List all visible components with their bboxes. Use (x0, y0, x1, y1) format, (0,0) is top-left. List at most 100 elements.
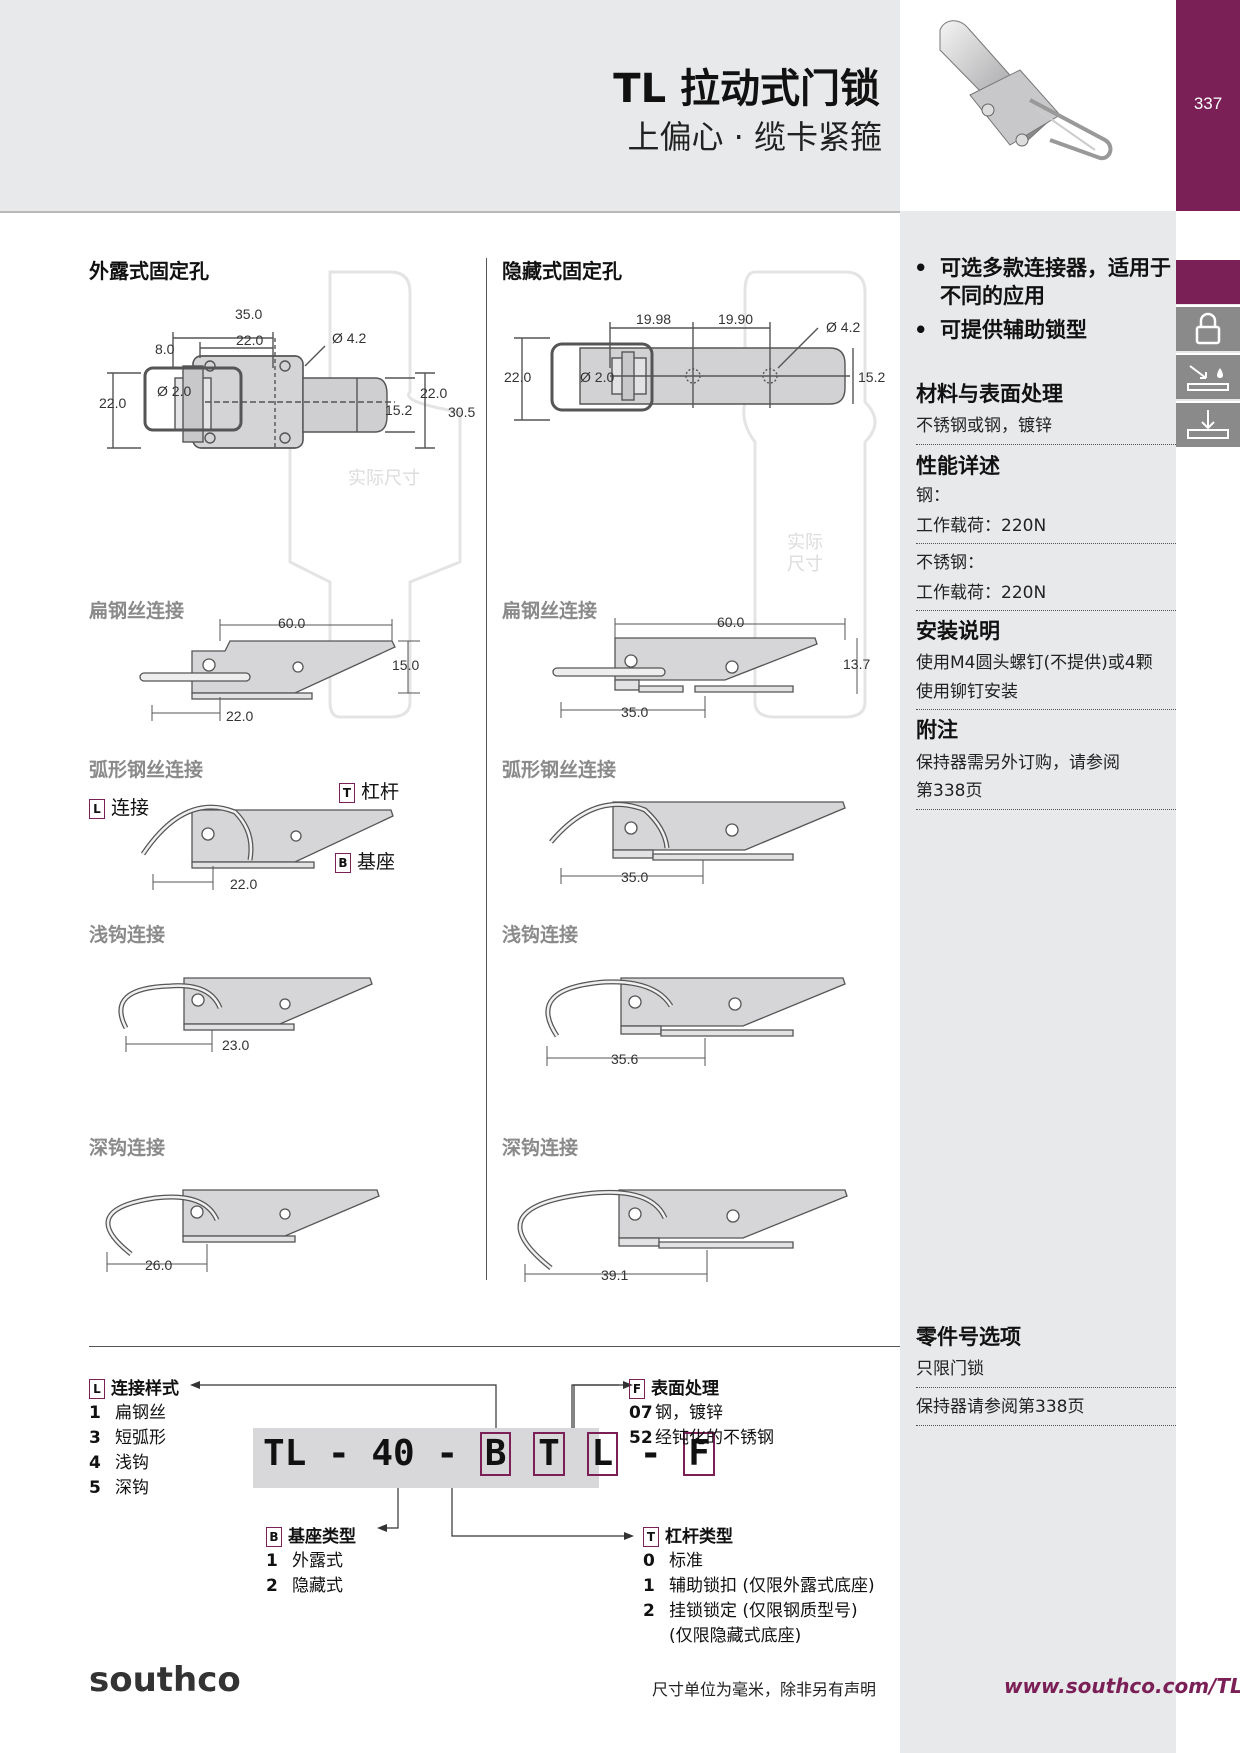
bullet-item: •可提供辅助锁型 (914, 318, 1087, 342)
install-text-2: 使用铆钉安装 (916, 682, 1018, 702)
note-text-2: 第338页 (916, 781, 983, 801)
svg-text:实际: 实际 (787, 532, 823, 552)
svg-text:15.0: 15.0 (392, 657, 419, 673)
note-title: 附注 (916, 718, 958, 742)
svg-text:35.0: 35.0 (621, 869, 648, 885)
lock-icon[interactable] (1176, 305, 1240, 351)
right-deep-hook-drawing: 39.1 (517, 1189, 848, 1283)
svg-text:尺寸: 尺寸 (787, 554, 823, 574)
part-number-rule (89, 1346, 900, 1347)
right-main-title: 隐藏式固定孔 (502, 259, 622, 283)
note-text-1: 保持器需另外订购，请参阅 (916, 753, 1120, 773)
svg-text:22.0: 22.0 (99, 395, 126, 411)
divider (916, 1387, 1176, 1388)
svg-text:Ø 2.0: Ø 2.0 (157, 383, 191, 399)
column-divider (486, 258, 487, 1280)
steel-label: 钢： (916, 486, 950, 506)
divider (916, 610, 1176, 611)
code-box-B[interactable]: B (479, 1432, 512, 1476)
stainless-load: 工作载荷：220N (916, 583, 1047, 603)
left-actual-size-outline: 实际尺寸 (288, 270, 462, 719)
svg-text:22.0: 22.0 (230, 876, 257, 892)
left-section-4-title: 深钩连接 (89, 1137, 166, 1159)
right-arc-wire-drawing: 35.0 (549, 801, 846, 885)
svg-text:22.0: 22.0 (420, 385, 447, 401)
left-main-title: 外露式固定孔 (89, 259, 209, 283)
page-subtitle: 上偏心 · 缆卡紧箍 (627, 118, 882, 156)
right-section-4-title: 深钩连接 (502, 1137, 579, 1159)
svg-text:30.5: 30.5 (448, 404, 475, 420)
tab-active-marker[interactable] (1176, 260, 1240, 304)
performance-title: 性能详述 (916, 454, 1000, 478)
svg-text:13.7: 13.7 (843, 656, 870, 672)
right-section-1-title: 扁钢丝连接 (502, 600, 598, 622)
svg-text:Ø 4.2: Ø 4.2 (332, 330, 366, 346)
page-title: TL 拉动式门锁 (613, 66, 880, 112)
svg-text:35.0: 35.0 (621, 704, 648, 720)
svg-text:19.90: 19.90 (718, 311, 753, 327)
page-number: 337 (1193, 94, 1223, 113)
svg-text:23.0: 23.0 (222, 1037, 249, 1053)
left-actual-size-label: 实际尺寸 (348, 468, 420, 488)
southco-logo: southco (89, 1660, 241, 1700)
svg-text:35.0: 35.0 (235, 306, 262, 322)
steel-load: 工作载荷：220N (916, 516, 1047, 536)
svg-text:22.0: 22.0 (504, 369, 531, 385)
svg-text:15.2: 15.2 (385, 402, 412, 418)
right-shallow-hook-drawing: 35.6 (545, 977, 846, 1067)
code-box-F[interactable]: F (683, 1432, 715, 1476)
bullet-item: •可选多款连接器，适用于不同的应用 (914, 256, 1171, 308)
svg-text:39.1: 39.1 (601, 1267, 628, 1283)
left-arc-wire-drawing: 22.0 (140, 804, 394, 892)
parts-text-2: 保持器请参阅第338页 (916, 1397, 1085, 1417)
divider (916, 809, 1176, 810)
finish-icon[interactable] (1176, 353, 1240, 399)
left-section-1-title: 扁钢丝连接 (89, 600, 185, 622)
part-number-code: TL - 40 - B T L - F (263, 1432, 715, 1476)
material-text: 不锈钢或钢，镀锌 (916, 416, 1052, 436)
parts-text-1: 只限门锁 (916, 1359, 984, 1379)
divider (916, 543, 1176, 544)
stainless-label: 不锈钢： (916, 553, 984, 573)
page-number-strip (1176, 0, 1240, 211)
product-photo (900, 0, 1176, 211)
svg-text:Ø 4.2: Ø 4.2 (826, 319, 860, 335)
svg-text:15.2: 15.2 (858, 369, 885, 385)
parts-title: 零件号选项 (916, 1325, 1021, 1349)
footer-note: 尺寸单位为毫米，除非另有声明 (652, 1680, 877, 1699)
right-flat-wire-drawing: 60.0 13.7 35.0 (552, 614, 870, 720)
svg-text:60.0: 60.0 (278, 615, 305, 631)
svg-text:22.0: 22.0 (226, 708, 253, 724)
left-deep-hook-drawing: 26.0 (105, 1189, 380, 1273)
material-title: 材料与表面处理 (916, 382, 1063, 406)
code-box-L[interactable]: L (586, 1432, 619, 1476)
part-number-bar (253, 1428, 599, 1488)
divider (916, 444, 1176, 445)
svg-text:22.0: 22.0 (236, 332, 263, 348)
right-top-drawing: 19.98 19.90 Ø 4.2 22.0 Ø 2.0 15.2 (504, 311, 885, 421)
install-text-1: 使用M4圆头螺钉(不提供)或4颗 (916, 653, 1153, 673)
left-top-drawing: 35.0 8.0 22.0 Ø 4.2 Ø 2.0 22.0 22.0 15.2… (99, 306, 475, 449)
code-box-T[interactable]: T (533, 1432, 565, 1476)
left-section-3-title: 浅钩连接 (89, 924, 166, 946)
divider (916, 1425, 1176, 1426)
sidebar-panel (900, 211, 1176, 1753)
svg-text:8.0: 8.0 (155, 341, 175, 357)
left-section-2-title: 弧形钢丝连接 (89, 759, 204, 781)
feature-bullets: •可选多款连接器，适用于不同的应用 •可提供辅助锁型 (914, 254, 1174, 344)
install-icon[interactable] (1176, 401, 1240, 447)
footer-url[interactable]: www.southco.com/TL (1004, 1674, 1240, 1698)
install-title: 安装说明 (916, 619, 1000, 643)
left-flat-wire-drawing: 60.0 15.0 22.0 (139, 615, 420, 724)
svg-text:Ø 2.0: Ø 2.0 (580, 369, 614, 385)
svg-text:60.0: 60.0 (717, 614, 744, 630)
left-shallow-hook-drawing: 23.0 (118, 977, 373, 1053)
header-background (0, 0, 900, 213)
